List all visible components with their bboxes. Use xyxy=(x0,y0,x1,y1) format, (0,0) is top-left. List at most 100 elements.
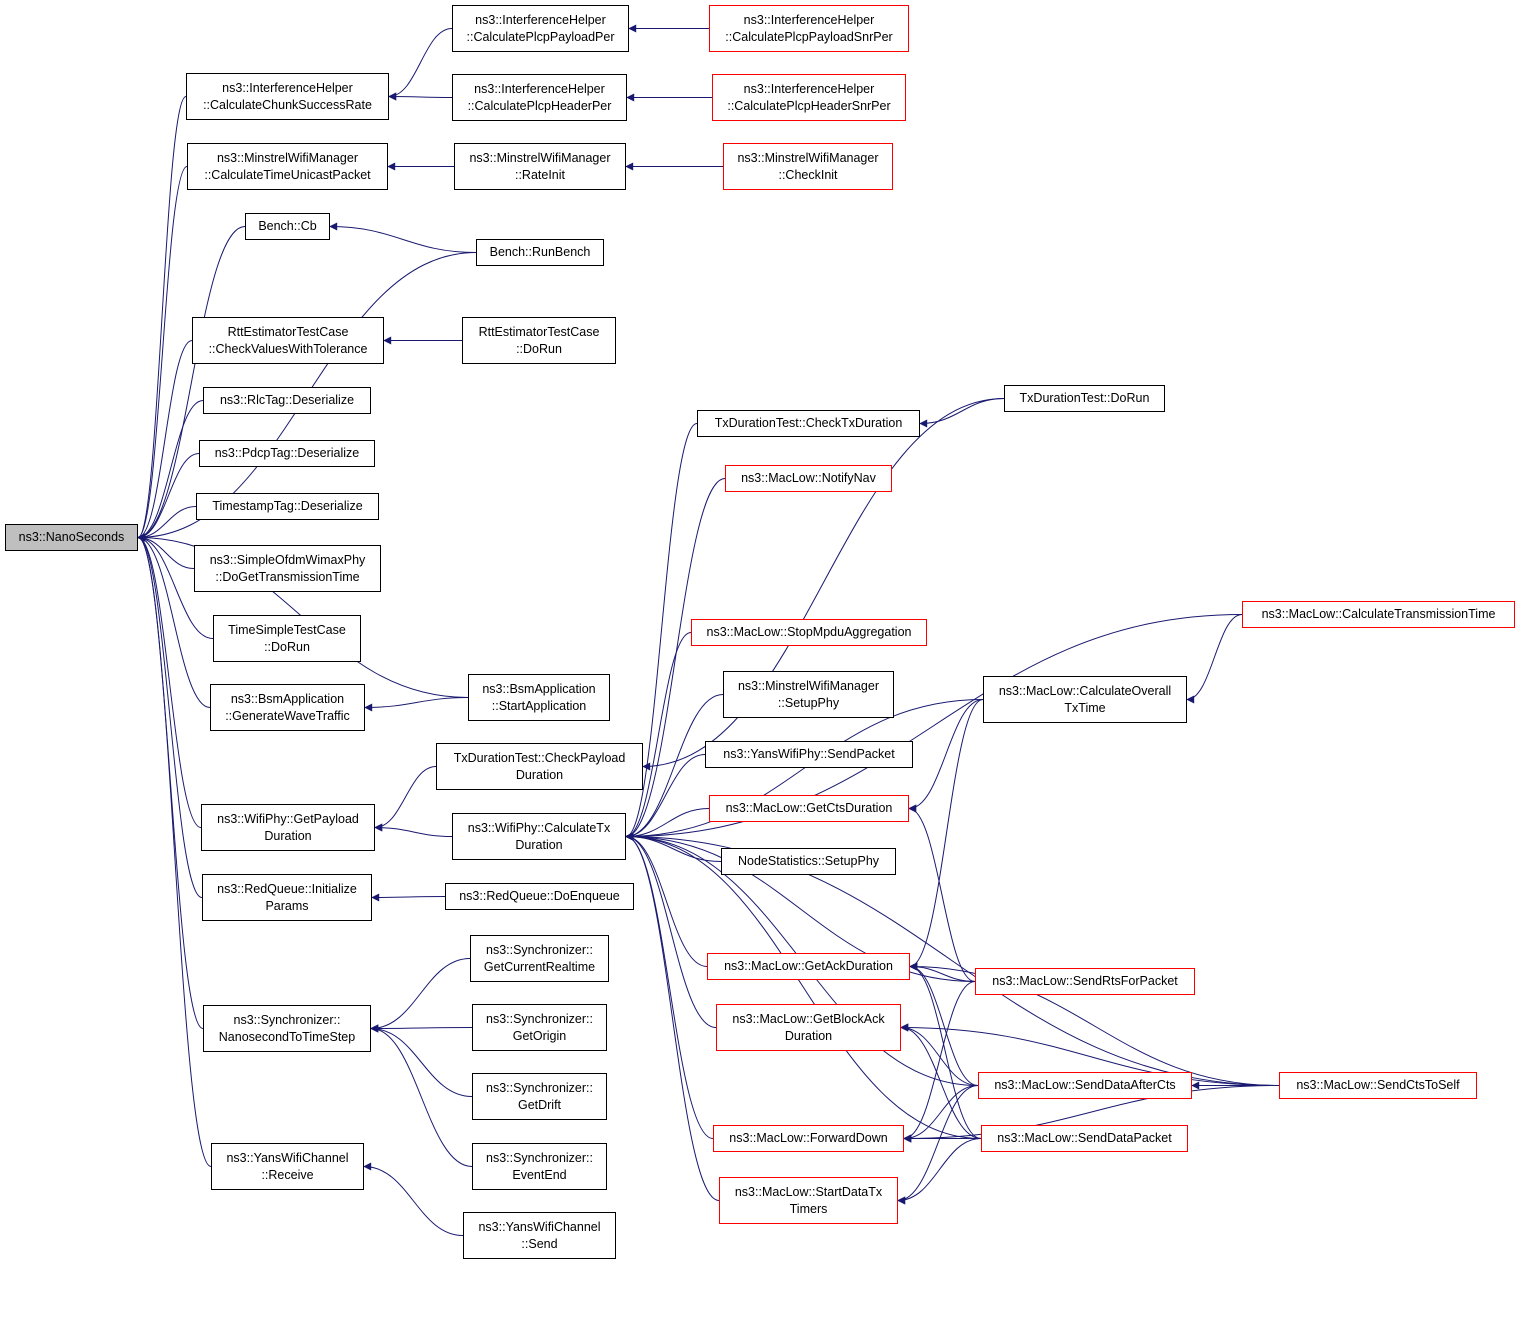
edge-wp_calctx-to-wp_payload xyxy=(374,823,453,837)
node-label-line: ns3::InterferenceHelper xyxy=(743,12,875,27)
node-ih-chunk[interactable]: ns3::InterferenceHelper::CalculateChunkS… xyxy=(186,73,389,120)
edge-ml_sendctstoself-to-ml_getblockack xyxy=(900,1023,1280,1086)
node-ih-header[interactable]: ns3::InterferenceHelper::CalculatePlcpHe… xyxy=(452,74,627,121)
node-timesimple[interactable]: TimeSimpleTestCase::DoRun xyxy=(213,615,361,662)
node-label-line: Duration xyxy=(264,828,312,843)
node-label-line: ::DoRun xyxy=(516,341,562,356)
node-label-line: ::CalculatePlcpPayloadSnrPer xyxy=(725,29,893,44)
node-pdcp[interactable]: ns3::PdcpTag::Deserialize xyxy=(199,440,375,467)
node-ml-sendctstoself[interactable]: ns3::MacLow::SendCtsToSelf xyxy=(1279,1072,1477,1099)
node-ml-forwarddown[interactable]: ns3::MacLow::ForwardDown xyxy=(713,1125,904,1152)
edge-ml_senddatapacket-to-ml_getack xyxy=(909,962,982,1139)
node-mwm-rateinit[interactable]: ns3::MinstrelWifiManager::RateInit xyxy=(454,143,626,190)
node-label-line: Duration xyxy=(515,767,564,782)
edge-txd_checkpayload-to-wp_payload xyxy=(374,766,437,832)
node-bsm-gen[interactable]: ns3::BsmApplication::GenerateWaveTraffic xyxy=(210,684,365,731)
node-ml-senddataaftercts[interactable]: ns3::MacLow::SendDataAfterCts xyxy=(978,1072,1192,1099)
edge-timesimple-to-nanoseconds xyxy=(137,533,214,639)
node-sync-drift[interactable]: ns3::Synchronizer::GetDrift xyxy=(472,1073,607,1120)
node-red-enqueue[interactable]: ns3::RedQueue::DoEnqueue xyxy=(445,883,634,910)
node-label-line: Timers xyxy=(789,1201,828,1216)
node-label-line: GetOrigin xyxy=(512,1028,567,1043)
node-label-line: ns3::NanoSeconds xyxy=(18,530,125,544)
node-wimax[interactable]: ns3::SimpleOfdmWimaxPhy::DoGetTransmissi… xyxy=(194,545,381,592)
edge-ml_senddatapacket-to-ml_startdatatx xyxy=(897,1138,982,1205)
node-nodestats[interactable]: NodeStatistics::SetupPhy xyxy=(721,848,896,875)
node-ml-getack[interactable]: ns3::MacLow::GetAckDuration xyxy=(707,953,910,980)
edge-txd_dorun-to-txd_checktx xyxy=(919,398,1005,428)
node-mwm-calc[interactable]: ns3::MinstrelWifiManager::CalculateTimeU… xyxy=(187,143,388,190)
node-ywc-send[interactable]: ns3::YansWifiChannel::Send xyxy=(463,1212,616,1259)
node-label-line: ns3::BsmApplication xyxy=(230,691,345,706)
node-label-line: ns3::RlcTag::Deserialize xyxy=(219,393,355,407)
node-label-line: ::StartApplication xyxy=(491,698,587,713)
edge-txd_checktx-to-wp_calctx xyxy=(625,423,698,841)
edge-ml_calcoverall-to-ml_getack xyxy=(909,699,984,971)
node-sync-end[interactable]: ns3::Synchronizer::EventEnd xyxy=(472,1143,607,1190)
edge-ml_startdatatx-to-wp_calctx xyxy=(625,832,720,1201)
node-ywc-recv[interactable]: ns3::YansWifiChannel::Receive xyxy=(211,1143,364,1190)
node-label-line: Duration xyxy=(784,1028,833,1043)
node-label-line: ns3::Synchronizer:: xyxy=(486,1150,593,1165)
node-rtt-dorun[interactable]: RttEstimatorTestCase::DoRun xyxy=(462,317,616,364)
node-bench-run[interactable]: Bench::RunBench xyxy=(476,239,604,266)
node-ml-notifynav[interactable]: ns3::MacLow::NotifyNav xyxy=(725,465,892,492)
node-sync-origin[interactable]: ns3::Synchronizer::GetOrigin xyxy=(472,1004,607,1051)
node-timestamp[interactable]: TimestampTag::Deserialize xyxy=(196,493,379,520)
node-ih-payload-snr[interactable]: ns3::InterferenceHelper::CalculatePlcpPa… xyxy=(709,5,909,52)
node-label-line: ::CalculatePlcpHeaderSnrPer xyxy=(727,98,891,113)
node-rlc[interactable]: ns3::RlcTag::Deserialize xyxy=(203,387,371,414)
node-label-line: ::SetupPhy xyxy=(777,695,840,710)
edge-ml_sendrts-to-ml_getcts xyxy=(908,804,976,982)
edge-red_enqueue-to-red_init xyxy=(371,893,446,902)
node-label-line: ::DoGetTransmissionTime xyxy=(215,569,360,584)
node-label-line: ns3::MacLow::SendRtsForPacket xyxy=(992,974,1178,988)
node-ml-calctrans[interactable]: ns3::MacLow::CalculateTransmissionTime xyxy=(1242,601,1515,628)
node-label-line: ns3::MacLow::SendDataAfterCts xyxy=(994,1078,1176,1092)
node-label-line: ns3::MinstrelWifiManager xyxy=(216,150,358,165)
node-label-line: Params xyxy=(265,898,309,913)
node-txd-checktx[interactable]: TxDurationTest::CheckTxDuration xyxy=(697,410,920,437)
node-bsm-start[interactable]: ns3::BsmApplication::StartApplication xyxy=(468,674,610,721)
node-label-line: GetDrift xyxy=(517,1097,562,1112)
node-sync-n2t[interactable]: ns3::Synchronizer::NanosecondToTimeStep xyxy=(203,1005,371,1052)
node-ih-payload[interactable]: ns3::InterferenceHelper::CalculatePlcpPa… xyxy=(452,5,629,52)
node-ih-header-snr[interactable]: ns3::InterferenceHelper::CalculatePlcpHe… xyxy=(712,74,906,121)
edge-ml_sendctstoself-to-ml_forwarddown xyxy=(903,1085,1280,1143)
node-label-line: Bench::Cb xyxy=(258,219,317,233)
node-txd-dorun[interactable]: TxDurationTest::DoRun xyxy=(1004,385,1165,412)
node-label-line: TimeSimpleTestCase xyxy=(228,622,346,637)
node-label-line: ns3::WifiPhy::CalculateTx xyxy=(467,820,611,835)
edge-ml_calcoverall-to-wp_calctx xyxy=(625,699,984,841)
node-sync-rt[interactable]: ns3::Synchronizer::GetCurrentRealtime xyxy=(470,935,609,982)
node-label-line: ns3::MacLow::NotifyNav xyxy=(741,471,876,485)
edge-ml_senddatapacket-to-ml_getblockack xyxy=(900,1023,982,1139)
edge-sync_end-to-sync_n2t xyxy=(370,1024,473,1167)
node-ywp-send[interactable]: ns3::YansWifiPhy::SendPacket xyxy=(705,741,913,768)
node-bench-cb[interactable]: Bench::Cb xyxy=(245,213,330,240)
node-ml-sendrts[interactable]: ns3::MacLow::SendRtsForPacket xyxy=(975,968,1195,995)
edge-ml_calctrans-to-ml_calcoverall xyxy=(1186,614,1243,704)
node-mwm-checkinit[interactable]: ns3::MinstrelWifiManager::CheckInit xyxy=(723,143,893,190)
node-label-line: ns3::MacLow::ForwardDown xyxy=(729,1131,888,1145)
node-ml-stopmpdu[interactable]: ns3::MacLow::StopMpduAggregation xyxy=(691,619,927,646)
node-nanoseconds[interactable]: ns3::NanoSeconds xyxy=(5,524,138,551)
node-mwm-setupphy[interactable]: ns3::MinstrelWifiManager::SetupPhy xyxy=(723,671,894,718)
node-label-line: ns3::YansWifiPhy::SendPacket xyxy=(723,747,895,761)
edge-ml_senddataaftercts-to-ml_getack xyxy=(909,962,979,1086)
node-rtt-check[interactable]: RttEstimatorTestCase::CheckValuesWithTol… xyxy=(192,317,384,364)
node-label-line: NanosecondToTimeStep xyxy=(218,1029,356,1044)
node-label-line: ns3::Synchronizer:: xyxy=(486,1011,593,1026)
node-ml-getcts[interactable]: ns3::MacLow::GetCtsDuration xyxy=(709,795,909,822)
node-ml-senddatapacket[interactable]: ns3::MacLow::SendDataPacket xyxy=(981,1125,1188,1152)
edge-ml_stopmpdu-to-wp_calctx xyxy=(625,632,692,841)
